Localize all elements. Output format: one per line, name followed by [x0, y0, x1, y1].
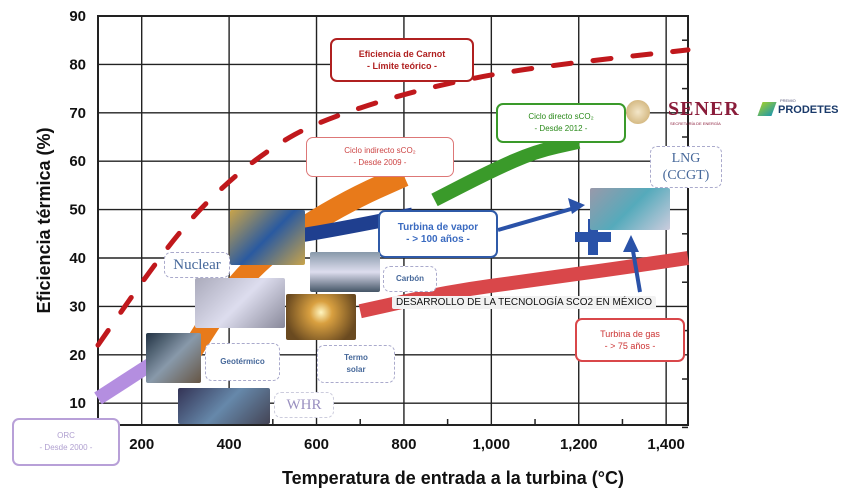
overlay-caption: DESARROLLO DE LA TECNOLOGÍA SCO2 EN MÉXI… — [392, 296, 657, 309]
label-whr: WHR — [274, 392, 334, 418]
prodetes-text: PRODETES — [778, 104, 839, 116]
label: (CCGT) — [662, 168, 710, 183]
x-tick-label: 800 — [391, 436, 416, 453]
label-nuclear: Nuclear — [164, 252, 230, 278]
series-ciclo-directo-sco2 — [431, 135, 581, 207]
prodetes-icon — [757, 102, 777, 116]
plot-frame — [97, 15, 689, 426]
label: - > 100 años - — [406, 234, 470, 245]
premio-text: PREMIO — [780, 98, 796, 103]
arrow-vapor — [497, 205, 579, 232]
label: LNG — [671, 151, 701, 166]
label: - Desde 2012 - — [534, 124, 588, 133]
y-axis-label: Eficiencia térmica (%) — [34, 127, 54, 313]
label: - Límite teórico - — [366, 61, 437, 71]
ccgt-plant-image — [590, 188, 670, 230]
sener-logo: SENER SECRETARÍA DE ENERGÍA — [626, 98, 754, 128]
geothermal-image — [146, 333, 201, 383]
series-eficiencia-de-carnot — [95, 47, 691, 348]
x-tick-label: 400 — [217, 436, 242, 453]
whr-image — [178, 388, 270, 424]
x-tick-label: 1,000 — [473, 436, 511, 453]
prodetes-logo: PREMIO PRODETES — [757, 98, 845, 122]
series-orc — [94, 358, 155, 405]
y-tick-label: 20 — [69, 347, 86, 364]
label-lng: LNG (CCGT) — [650, 146, 722, 188]
y-tick-label: 40 — [69, 250, 86, 267]
nuclear-plant-image — [230, 210, 305, 265]
x-tick-label: 1,200 — [560, 436, 598, 453]
y-tick-label: 60 — [69, 153, 86, 170]
series-turbina-de-gas — [358, 251, 690, 319]
arrow-head — [623, 235, 639, 252]
annotation-vapor: Turbina de vapor - > 100 años - — [378, 210, 498, 258]
y-tick-label: 50 — [69, 202, 86, 219]
x-axis-label: Temperatura de entrada a la turbina (°C) — [282, 468, 624, 488]
label: Ciclo directo sCO₂ — [528, 112, 594, 121]
label: - > 75 años - — [604, 341, 656, 351]
label-geotermico: Geotérmico — [205, 343, 280, 381]
x-tick-label: 1,400 — [647, 436, 685, 453]
arrow-gas — [630, 244, 642, 293]
annotation-gas: Turbina de gas - > 75 años - — [575, 318, 685, 362]
label: Turbina de vapor — [397, 222, 479, 233]
label: Nuclear — [173, 257, 221, 273]
x-tick-label: 600 — [304, 436, 329, 453]
y-tick-label: 80 — [69, 56, 86, 73]
label: Termo — [344, 353, 368, 362]
label: Ciclo indirecto sCO₂ — [344, 146, 416, 155]
annotation-directo: Ciclo directo sCO₂ - Desde 2012 - — [496, 103, 626, 143]
label-termosolar: Termo solar — [317, 345, 395, 383]
label: - Desde 2000 - — [39, 443, 93, 452]
label: Geotérmico — [220, 357, 265, 366]
annotation-indirecto: Ciclo indirecto sCO₂ - Desde 2009 - — [306, 137, 454, 177]
label: - Desde 2009 - — [353, 158, 407, 167]
label-carbon: Carbón — [383, 266, 437, 292]
coal-plant-image — [310, 252, 380, 292]
annotation-carnot: Eficiencia de Carnot - Límite teórico - — [330, 38, 474, 82]
label: Eficiencia de Carnot — [358, 49, 446, 59]
power-plant-image — [195, 278, 285, 328]
annotation-orc: ORC - Desde 2000 - — [12, 418, 120, 466]
label: solar — [346, 365, 366, 374]
mexico-seal-icon — [626, 100, 650, 124]
sener-subtitle: SECRETARÍA DE ENERGÍA — [670, 121, 721, 126]
y-tick-label: 10 — [69, 395, 86, 412]
y-tick-label: 30 — [69, 298, 86, 315]
y-tick-label: 90 — [69, 8, 86, 25]
label: ORC — [57, 431, 75, 440]
label: Carbón — [396, 274, 424, 283]
solar-image — [286, 294, 356, 340]
sener-text: SENER — [668, 98, 740, 120]
label: WHR — [286, 397, 322, 413]
arrow-head — [568, 198, 585, 214]
y-tick-label: 70 — [69, 105, 86, 122]
x-tick-label: 200 — [129, 436, 154, 453]
label: Turbina de gas — [600, 329, 660, 339]
